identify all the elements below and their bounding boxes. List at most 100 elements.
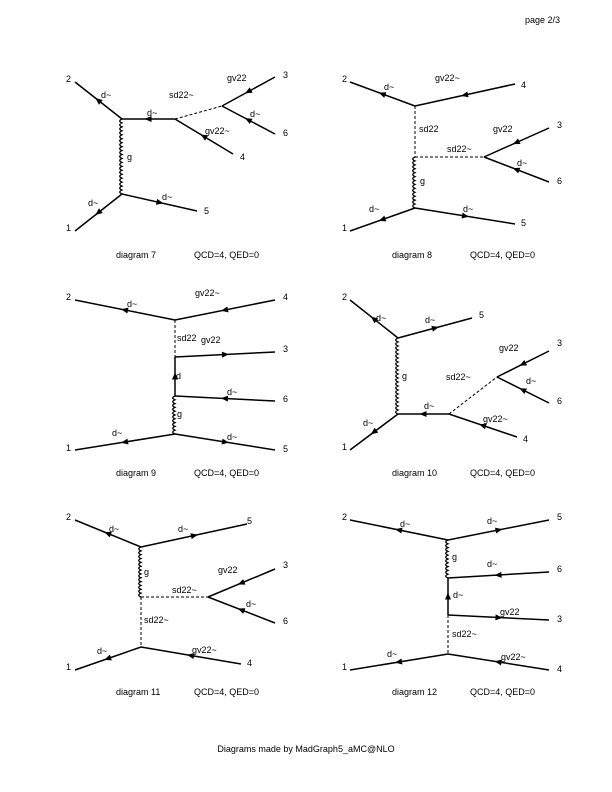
external-leg-label: 1 bbox=[66, 662, 71, 672]
particle-label: d~ bbox=[424, 401, 434, 411]
particle-label: sd22~ bbox=[172, 585, 197, 595]
particle-label: gv22 bbox=[499, 343, 519, 353]
external-leg-label: 3 bbox=[557, 614, 562, 624]
coupling-orders: QCD=4, QED=0 bbox=[194, 468, 259, 478]
fermion-line-2-arrow bbox=[378, 92, 387, 98]
particle-label: d~ bbox=[109, 524, 119, 534]
external-leg-label: 4 bbox=[283, 292, 288, 302]
fermion-line-3-arrow bbox=[519, 359, 528, 366]
coupling-orders: QCD=4, QED=0 bbox=[194, 250, 259, 260]
external-leg-label: 3 bbox=[557, 338, 562, 348]
external-leg-label: 5 bbox=[521, 218, 526, 228]
fermion-line-1-arrow bbox=[370, 427, 379, 435]
gluon-propagator bbox=[445, 539, 450, 579]
external-leg-label: 3 bbox=[557, 120, 562, 130]
fermion-line-1-arrow bbox=[378, 215, 387, 222]
fermion-line-5-arrow bbox=[221, 438, 229, 445]
external-leg-label: 5 bbox=[479, 310, 484, 320]
external-leg-label: 4 bbox=[247, 658, 252, 668]
particle-label: sd22~ bbox=[447, 144, 472, 154]
particle-label: sd22~ bbox=[144, 615, 169, 625]
external-leg-label: 2 bbox=[342, 292, 347, 302]
gluon-propagator bbox=[119, 118, 124, 195]
fermion-line-2-arrow bbox=[95, 98, 103, 105]
particle-label: gv22~ bbox=[501, 652, 526, 662]
particle-label: gv22~ bbox=[435, 73, 460, 83]
particle-label: d~ bbox=[112, 428, 122, 438]
external-leg-label: 2 bbox=[66, 292, 71, 302]
diagram-8: 123456d~gv22~sd22sd22~gv22d~gd~d~diagram… bbox=[342, 73, 562, 260]
coupling-orders: QCD=4, QED=0 bbox=[470, 468, 535, 478]
coupling-orders: QCD=4, QED=0 bbox=[194, 687, 259, 697]
particle-label: d~ bbox=[101, 90, 111, 100]
fermion-line-2-arrow bbox=[370, 316, 379, 324]
fermion-line-5-arrow bbox=[494, 527, 503, 534]
particle-label: gv22 bbox=[218, 565, 238, 575]
particle-label: d~ bbox=[227, 387, 237, 397]
fermion-line-6-arrow bbox=[494, 571, 502, 578]
particle-label: d~ bbox=[250, 109, 260, 119]
fermion-line-4-arrow bbox=[221, 306, 229, 313]
external-leg-label: 1 bbox=[342, 442, 347, 452]
external-leg-label: 2 bbox=[342, 512, 347, 522]
particle-label: d~ bbox=[178, 524, 188, 534]
external-leg-label: 3 bbox=[283, 560, 288, 570]
external-leg-label: 1 bbox=[342, 223, 347, 233]
particle-label: d~ bbox=[376, 313, 386, 323]
particle-label: d~ bbox=[246, 599, 256, 609]
external-leg-label: 5 bbox=[283, 444, 288, 454]
external-leg-label: 3 bbox=[283, 70, 288, 80]
particle-label: d~ bbox=[384, 82, 394, 92]
fermion-line-6-arrow bbox=[512, 167, 521, 174]
fermion-line-6-arrow bbox=[244, 118, 253, 125]
particle-label: d~ bbox=[162, 192, 172, 202]
external-leg-label: 6 bbox=[557, 176, 562, 186]
fermion-line-1-arrow bbox=[121, 438, 129, 445]
gluon-propagator bbox=[138, 546, 143, 598]
diagram-caption: diagram 12 bbox=[392, 687, 437, 697]
fermion-line-5-arrow bbox=[190, 533, 198, 540]
fermion-internal-d-arrow bbox=[144, 116, 152, 122]
particle-label: d~ bbox=[127, 299, 137, 309]
external-leg-label: 6 bbox=[283, 394, 288, 404]
fermion-line-6-arrow bbox=[237, 608, 246, 614]
fermion-line-1-arrow bbox=[395, 658, 403, 665]
particle-label: d~ bbox=[88, 198, 98, 208]
fermion-line-1-arrow bbox=[95, 208, 103, 215]
diagram-caption: diagram 10 bbox=[392, 468, 437, 478]
fermion-internal-d-arrow bbox=[172, 372, 178, 380]
particle-label: d~ bbox=[387, 649, 397, 659]
particle-label: gv22~ bbox=[483, 414, 508, 424]
particle-label: d~ bbox=[425, 315, 435, 325]
external-leg-label: 5 bbox=[247, 516, 252, 526]
fermion-line-3-arrow bbox=[495, 614, 503, 621]
external-leg-label: 6 bbox=[557, 396, 562, 406]
scalar-propagator bbox=[448, 376, 498, 415]
external-leg-label: 6 bbox=[557, 564, 562, 574]
fermion-line-6-arrow bbox=[221, 395, 229, 402]
coupling-orders: QCD=4, QED=0 bbox=[470, 250, 535, 260]
external-leg-label: 2 bbox=[66, 74, 71, 84]
fermion-line-2-arrow bbox=[104, 531, 112, 538]
particle-label: gv22~ bbox=[205, 126, 230, 136]
external-leg-label: 4 bbox=[523, 434, 528, 444]
particle-label: sd22 bbox=[419, 124, 439, 134]
particle-label: d~ bbox=[97, 646, 107, 656]
fermion-line-3-arrow bbox=[221, 351, 229, 358]
particle-label: d bbox=[176, 371, 181, 381]
diagram-caption: diagram 9 bbox=[116, 468, 156, 478]
external-leg-label: 5 bbox=[557, 512, 562, 522]
fermion-line-3-arrow bbox=[244, 87, 253, 94]
particle-label: gv22~ bbox=[192, 645, 217, 655]
particle-label: d~ bbox=[369, 204, 379, 214]
gluon-propagator bbox=[395, 337, 400, 415]
external-leg-label: 2 bbox=[342, 74, 347, 84]
particle-label: d~ bbox=[453, 590, 463, 600]
fermion-line-4-arrow bbox=[479, 423, 487, 430]
gluon-propagator bbox=[172, 395, 177, 435]
particle-label: d~ bbox=[147, 108, 157, 118]
particle-label: d~ bbox=[363, 418, 373, 428]
